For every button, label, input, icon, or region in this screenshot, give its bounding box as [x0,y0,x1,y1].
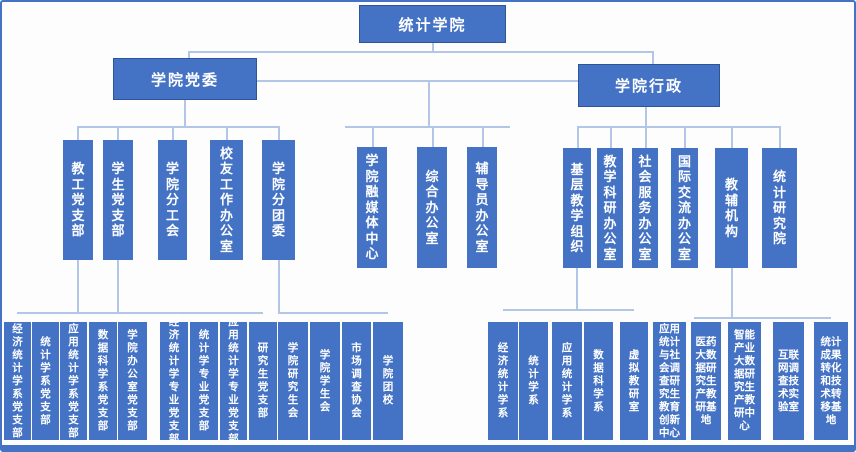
youth-league-node-0: 学院研究生会 [278,322,308,440]
connector-line [731,268,733,317]
student-party-node-3: 研究生党支部 [249,322,277,440]
root-node: 统计学院 [359,5,506,43]
connector-line [645,126,647,148]
connector-line [184,100,186,126]
teaching-org-node-0: 经济统计学系 [488,322,518,440]
connector-line [577,126,780,128]
connector-line [226,126,228,140]
student-party-node-2: 应用统计学专业党支部 [220,316,247,445]
joint-office-node-0: 学院融媒体中心 [357,147,387,268]
connector-line [188,51,653,53]
youth-league-node-1: 学院学生会 [310,322,340,440]
connector-line [779,126,781,148]
auxiliary-org-node-4: 统计成果转化和技术转移基地 [814,322,848,440]
admin-branch-node-5: 统计研究院 [762,148,797,268]
connector-line [278,312,388,314]
student-party-node-1: 统计学专业党支部 [190,322,218,440]
student-party-node-0: 经济统计学专业党支部 [160,316,188,445]
connector-line [576,268,578,309]
auxiliary-org-node-2: 智能产业大数据研究生产教研中心 [728,322,761,440]
teaching-org-node-3: 数据科学系 [584,322,613,440]
auxiliary-org-node-0: 应用统计与社会调查研究生教育创新中心 [653,322,686,440]
faculty-party-node-4: 学院办公室党支部 [118,322,147,440]
party-branch-node-2: 学院分工会 [158,140,187,260]
connector-line [117,312,263,314]
connector-line [117,260,119,312]
connector-line [432,126,434,147]
connector-line [684,126,686,148]
youth-league-node-2: 市场调查协会 [342,322,371,440]
auxiliary-org-node-1: 医药大数据研究生产教研基地 [691,322,721,440]
admin-branch-node-1: 教学科研办公室 [597,148,623,268]
connector-line [428,80,430,126]
teaching-org-node-2: 应用统计学系 [552,322,582,440]
connector-line [77,126,79,140]
joint-office-node-2: 辅导员办公室 [467,147,497,268]
teaching-org-node-1: 统计学系 [519,322,548,440]
connector-line [278,258,280,312]
connector-line [372,126,374,147]
party-branch-node-0: 教工党支部 [63,140,93,260]
connector-line [482,126,484,147]
connector-line [188,51,190,59]
connector-line [731,126,733,148]
connector-line [17,312,133,314]
faculty-party-node-0: 经济统计学系党支部 [4,322,31,440]
connector-line [694,317,831,319]
connector-line [77,260,79,312]
admin-branch-node-3: 国际交流办公室 [671,148,698,268]
joint-office-node-1: 综合办公室 [417,147,447,268]
youth-league-node-3: 学院团校 [373,322,403,440]
bottom-blue-strip [2,445,854,450]
connector-line [652,51,654,65]
faculty-party-node-2: 应用统计学系党支部 [60,322,87,440]
faculty-party-node-1: 统计学系党支部 [32,322,59,440]
auxiliary-org-node-3: 互联网调查技术实验室 [773,322,804,440]
admin-branch-node-4: 教辅机构 [715,148,748,268]
connector-line [117,126,119,140]
connector-line [503,309,634,311]
admin-branch-node-0: 基层教学组织 [563,148,591,268]
connector-line [645,107,647,126]
party-branch-node-4: 学院分团委 [262,140,295,260]
party-branch-node-3: 校友工作办公室 [210,140,243,260]
admin-branch-node-2: 社会服务办公室 [632,148,658,268]
connector-line [610,126,612,148]
party-branch-node-1: 学生党支部 [103,140,133,260]
connector-line [577,126,579,148]
connector-line [77,126,279,128]
administration-node: 学院行政 [578,64,720,107]
connector-line [432,43,434,51]
party-committee-node: 学院党委 [113,58,257,100]
connector-line [345,126,510,128]
connector-line [172,126,174,140]
connector-line [257,80,578,82]
teaching-org-node-4: 虚拟教研室 [620,322,648,440]
faculty-party-node-3: 数据科学系党支部 [89,322,117,440]
connector-line [278,126,280,140]
